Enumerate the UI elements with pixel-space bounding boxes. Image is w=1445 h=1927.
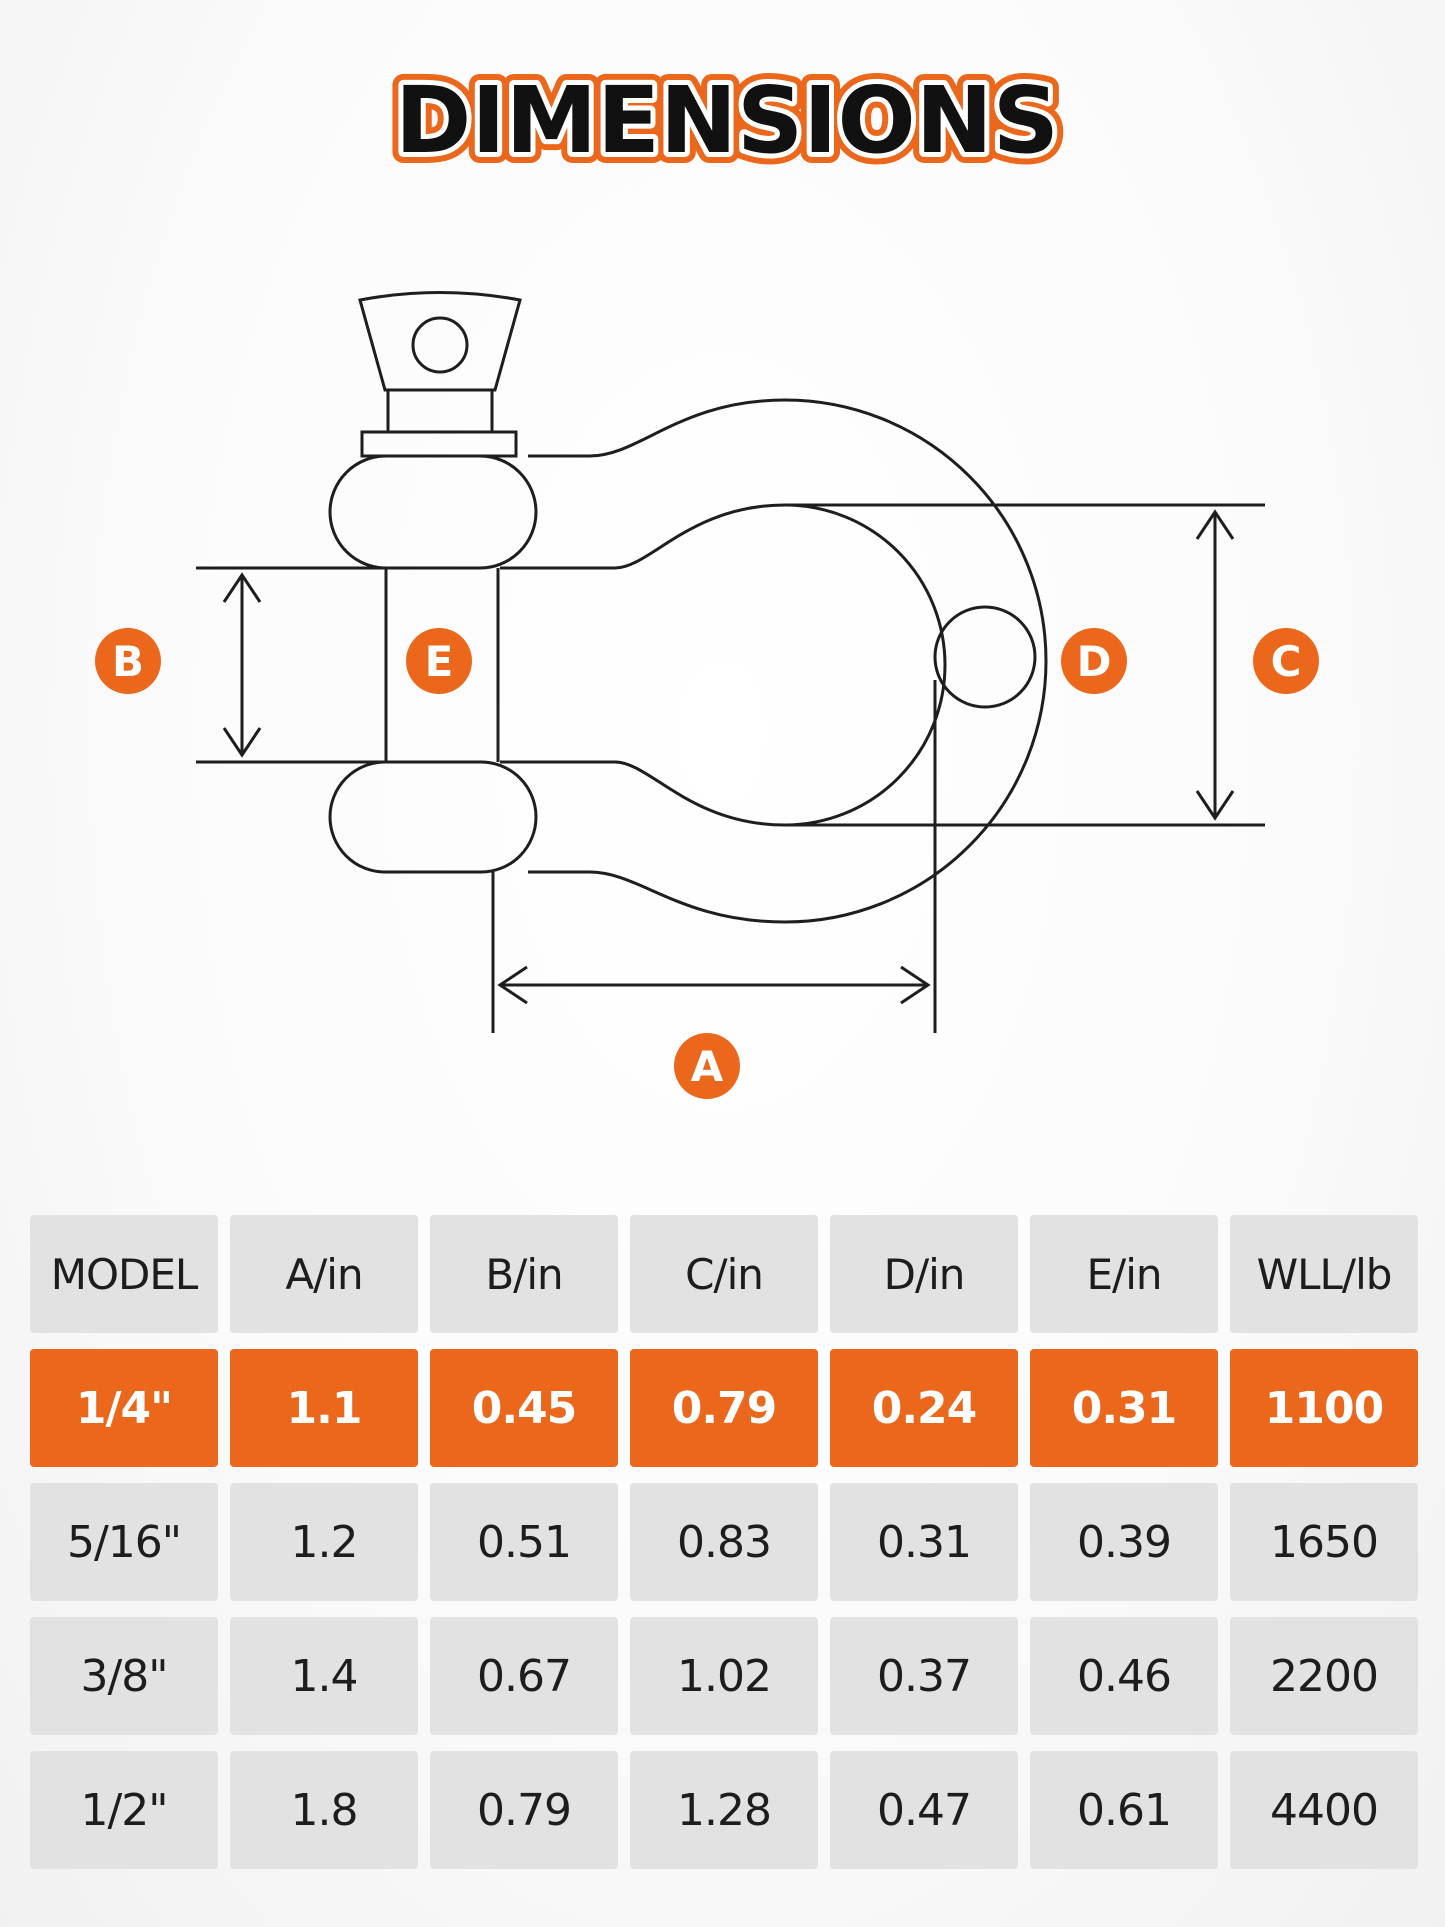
table-cell-e: 0.39 [1030,1483,1218,1601]
table-cell-b: 0.67 [430,1617,618,1735]
table-cell-a: 1.1 [230,1349,418,1467]
title-text: DIMENSIONS [395,67,1059,174]
dim-c-arrow-top [1195,509,1235,540]
header-model: MODEL [30,1215,218,1333]
table-cell-model: 5/16" [30,1483,218,1601]
title-outline: DIMENSIONS [395,67,1059,174]
dim-b-arrow-top [222,572,262,603]
table-cell-b: 0.51 [430,1483,618,1601]
badge-e: E [406,628,472,694]
table-cell-wll: 2200 [1230,1617,1418,1735]
body-section-circle [933,605,1037,709]
page-title: DIMENSIONS DIMENSIONS DIMENSIONS [384,56,1070,182]
table-cell-a: 1.4 [230,1617,418,1735]
table-cell-c: 1.02 [630,1617,818,1735]
table-cell-e: 0.46 [1030,1617,1218,1735]
table-cell-model: 1/4" [30,1349,218,1467]
table-cell-model: 3/8" [30,1617,218,1735]
table-cell-e: 0.61 [1030,1751,1218,1869]
badge-a-label: A [691,1042,724,1091]
pin-eye [411,316,469,374]
spec-table: MODEL A/in B/in C/in D/in E/in WLL/lb 1/… [30,1215,1418,1869]
table-cell-d: 0.24 [830,1349,1018,1467]
dim-c-arrow-bottom [1195,790,1235,821]
table-cell-b: 0.45 [430,1349,618,1467]
table-cell-c: 0.83 [630,1483,818,1601]
badge-c-label: C [1271,637,1302,686]
table-cell-c: 0.79 [630,1349,818,1467]
table-cell-model: 1/2" [30,1751,218,1869]
badge-e-label: E [425,637,454,686]
title-inner-outline: DIMENSIONS [395,67,1059,174]
dim-a-arrow-right [900,965,931,1005]
badge-c: C [1253,628,1319,694]
header-d: D/in [830,1215,1018,1333]
shackle-ear-bottom [328,760,538,874]
header-wll: WLL/lb [1230,1215,1418,1333]
pin-collar [360,430,518,458]
table-cell-a: 1.2 [230,1483,418,1601]
header-a: A/in [230,1215,418,1333]
dim-a-arrow-left [497,965,528,1005]
shackle-diagram: B E D C A [95,291,1319,1099]
badge-d-label: D [1077,637,1112,686]
table-cell-wll: 1100 [1230,1349,1418,1467]
badge-b-label: B [112,637,144,686]
shackle-bow-outer [528,398,1048,924]
table-cell-wll: 4400 [1230,1751,1418,1869]
shackle-ear-top [328,454,538,570]
table-cell-d: 0.31 [830,1483,1018,1601]
shackle-bow-inner [500,503,947,827]
header-e: E/in [1030,1215,1218,1333]
table-cell-b: 0.79 [430,1751,618,1869]
pin-collar-upper [386,388,494,434]
header-b: B/in [430,1215,618,1333]
dim-b-arrow-bottom [222,727,262,758]
table-cell-d: 0.37 [830,1617,1018,1735]
badge-d: D [1061,628,1127,694]
badge-b: B [95,628,161,694]
pin-wing [358,291,522,392]
badge-a: A [674,1033,740,1099]
table-cell-wll: 1650 [1230,1483,1418,1601]
table-cell-e: 0.31 [1030,1349,1218,1467]
table-cell-c: 1.28 [630,1751,818,1869]
header-c: C/in [630,1215,818,1333]
table-cell-d: 0.47 [830,1751,1018,1869]
table-cell-a: 1.8 [230,1751,418,1869]
